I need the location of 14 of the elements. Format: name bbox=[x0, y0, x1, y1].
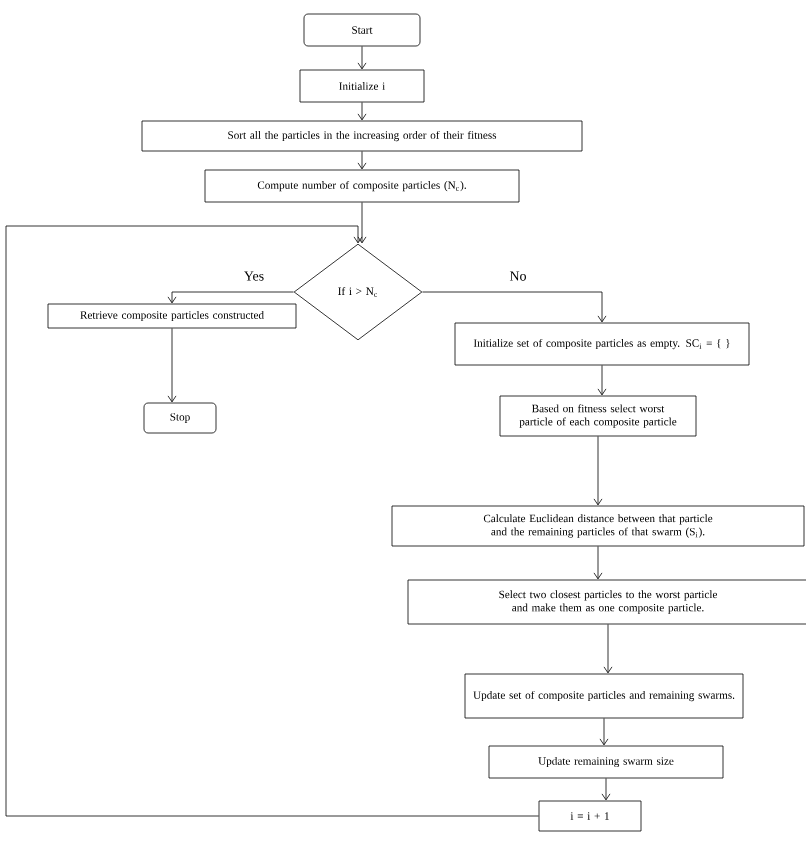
arrow bbox=[601, 778, 611, 801]
arrow bbox=[357, 46, 367, 70]
arrow bbox=[357, 151, 367, 170]
arrow bbox=[5, 225, 539, 817]
arrow bbox=[593, 546, 603, 580]
arrow bbox=[422, 291, 607, 323]
arrow bbox=[597, 365, 607, 396]
arrow bbox=[593, 436, 603, 506]
arrow bbox=[357, 202, 367, 244]
arrow bbox=[167, 328, 177, 403]
arrow bbox=[357, 102, 367, 121]
arrow bbox=[599, 718, 609, 746]
arrow bbox=[603, 624, 613, 674]
arrow bbox=[167, 291, 294, 304]
